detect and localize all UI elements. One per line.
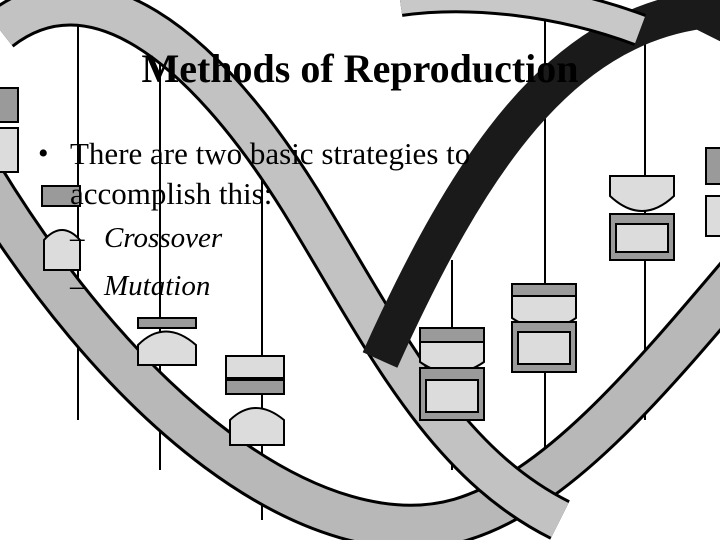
sub-item-mutation: – Mutation	[34, 262, 554, 310]
bullet-item: • There are two basic strategies to acco…	[34, 134, 554, 214]
sub-item-text: Crossover	[104, 222, 223, 254]
helix-dark-strand	[362, 0, 720, 368]
sub-item-text: Mutation	[104, 270, 211, 302]
bullet-text: There are two basic strategies to accomp…	[70, 136, 471, 211]
base-pairs	[0, 87, 720, 446]
slide-title: Methods of Reproduction	[141, 46, 579, 91]
bullet-marker: •	[38, 137, 49, 170]
sub-item-marker: –	[70, 270, 85, 302]
bullet-list: • There are two basic strategies to acco…	[34, 134, 554, 310]
sub-item-marker: –	[70, 222, 85, 254]
sub-item-crossover: – Crossover	[34, 214, 554, 262]
